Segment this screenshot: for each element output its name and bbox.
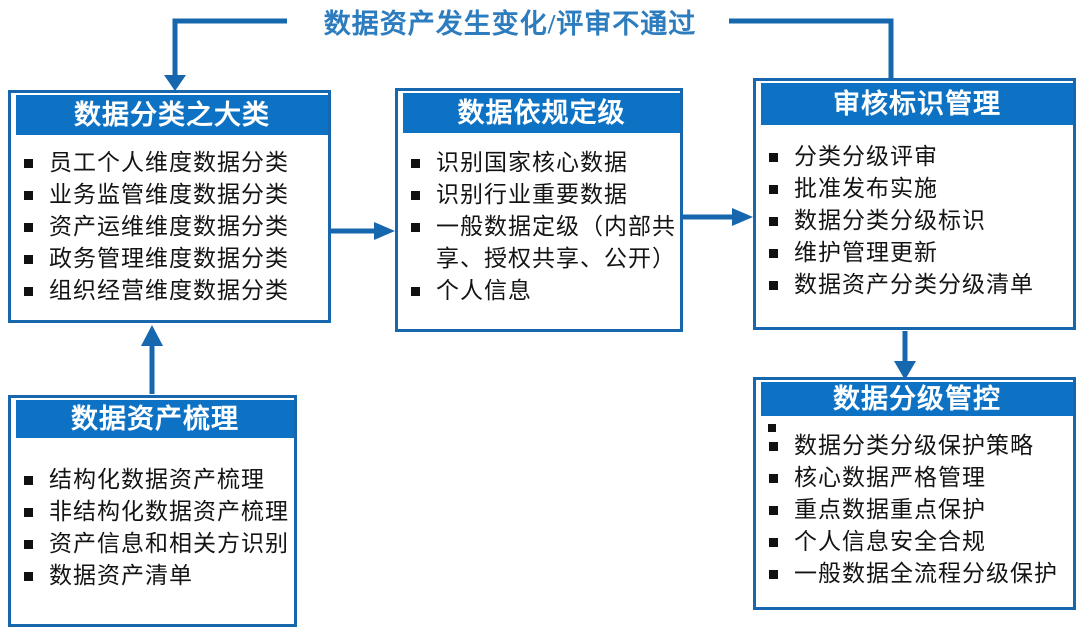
arrow-review-to-control [894,331,916,380]
list-item: 结构化数据资产梳理 [11,464,294,496]
square-bullet-icon [411,287,420,296]
square-bullet-icon [769,153,778,162]
square-bullet-icon [24,572,33,581]
square-bullet-icon [24,191,33,200]
classification-list: 员工个人维度数据分类 业务监管维度数据分类 资产运维维度数据分类 政务管理维度数… [11,147,328,307]
square-bullet-icon [24,223,33,232]
list-item-label: 数据分类分级保护策略 [794,433,1034,458]
review-to-feedback-connector [729,18,894,78]
flow-box-inventory: 数据资产梳理 结构化数据资产梳理 非结构化数据资产梳理 资产信息和相关方识别 数… [8,395,297,627]
list-item-label: 个人信息 [436,278,532,303]
list-item-label: 数据资产分类分级清单 [794,272,1034,297]
inventory-list: 结构化数据资产梳理 非结构化数据资产梳理 资产信息和相关方识别 数据资产清单 [11,464,294,592]
box-title-grading: 数据依规定级 [403,93,680,133]
list-item-label: 业务监管维度数据分类 [49,182,289,207]
flow-box-grading: 数据依规定级 识别国家核心数据 识别行业重要数据 一般数据定级（内部共享、授权共… [395,88,683,332]
square-bullet-icon [24,159,33,168]
flow-box-classification: 数据分类之大类 员工个人维度数据分类 业务监管维度数据分类 资产运维维度数据分类… [8,90,331,323]
list-item: 资产信息和相关方识别 [11,528,294,560]
review-list: 分类分级评审 批准发布实施 数据分类分级标识 维护管理更新 数据资产分类分级清单 [756,141,1073,301]
square-bullet-icon [24,508,33,517]
list-item-label: 资产信息和相关方识别 [49,531,289,556]
list-item-label: 员工个人维度数据分类 [49,150,289,175]
list-item: 组织经营维度数据分类 [11,275,328,307]
list-item-label: 识别国家核心数据 [436,150,628,175]
list-item: 重点数据重点保护 [756,494,1073,526]
box-title-control: 数据分级管控 [761,382,1073,416]
control-list: 数据分类分级保护策略 核心数据严格管理 重点数据重点保护 个人信息安全合规 一般… [756,430,1073,590]
square-bullet-icon [769,506,778,515]
arrow-inventory-to-classification [141,325,163,394]
square-bullet-icon [769,249,778,258]
list-item-label: 非结构化数据资产梳理 [49,499,289,524]
list-item: 数据资产清单 [11,560,294,592]
stray-bullet-artifact [768,424,776,432]
list-item-label: 组织经营维度数据分类 [49,278,289,303]
list-item: 数据资产分类分级清单 [756,269,1073,301]
flow-box-control: 数据分级管控 数据分类分级保护策略 核心数据严格管理 重点数据重点保护 个人信息… [753,377,1076,610]
square-bullet-icon [24,255,33,264]
list-item: 识别国家核心数据 [398,147,680,179]
list-item: 一般数据定级（内部共享、授权共享、公开） [398,211,680,275]
square-bullet-icon [769,281,778,290]
square-bullet-icon [24,540,33,549]
list-item: 一般数据全流程分级保护 [756,558,1073,590]
arrow-classification-to-grading [331,222,395,240]
square-bullet-icon [769,474,778,483]
list-item-label: 维护管理更新 [794,240,938,265]
list-item-label: 资产运维维度数据分类 [49,214,289,239]
list-item-label: 批准发布实施 [794,176,938,201]
list-item-label: 一般数据定级（内部共享、授权共享、公开） [436,214,676,271]
list-item: 核心数据严格管理 [756,462,1073,494]
list-item-label: 数据资产清单 [49,563,193,588]
list-item-label: 一般数据全流程分级保护 [794,561,1058,586]
box-title-inventory: 数据资产梳理 [16,400,294,438]
list-item-label: 重点数据重点保护 [794,497,986,522]
list-item-label: 识别行业重要数据 [436,182,628,207]
list-item-label: 结构化数据资产梳理 [49,467,265,492]
list-item: 资产运维维度数据分类 [11,211,328,243]
square-bullet-icon [769,217,778,226]
flow-box-review: 审核标识管理 分类分级评审 批准发布实施 数据分类分级标识 维护管理更新 数据资… [753,78,1076,330]
list-item-label: 政务管理维度数据分类 [49,246,289,271]
square-bullet-icon [769,570,778,579]
list-item: 识别行业重要数据 [398,179,680,211]
square-bullet-icon [411,159,420,168]
square-bullet-icon [24,287,33,296]
box-title-review: 审核标识管理 [761,83,1073,125]
list-item: 数据分类分级标识 [756,205,1073,237]
list-item-label: 个人信息安全合规 [794,529,986,554]
list-item: 政务管理维度数据分类 [11,243,328,275]
list-item: 个人信息 [398,275,680,307]
box-title-classification: 数据分类之大类 [16,95,328,135]
list-item: 分类分级评审 [756,141,1073,173]
list-item: 数据分类分级保护策略 [756,430,1073,462]
square-bullet-icon [769,185,778,194]
list-item: 员工个人维度数据分类 [11,147,328,179]
square-bullet-icon [24,476,33,485]
grading-list: 识别国家核心数据 识别行业重要数据 一般数据定级（内部共享、授权共享、公开） 个… [398,147,680,307]
list-item-label: 分类分级评审 [794,144,938,169]
square-bullet-icon [769,442,778,451]
list-item: 批准发布实施 [756,173,1073,205]
square-bullet-icon [769,538,778,547]
arrow-grading-to-review [683,208,753,226]
square-bullet-icon [411,223,420,232]
list-item: 非结构化数据资产梳理 [11,496,294,528]
list-item: 维护管理更新 [756,237,1073,269]
feedback-label: 数据资产发生变化/评审不通过 [323,9,697,39]
list-item: 业务监管维度数据分类 [11,179,328,211]
list-item-label: 核心数据严格管理 [794,465,986,490]
square-bullet-icon [411,191,420,200]
feedback-arrow [164,18,287,91]
list-item: 个人信息安全合规 [756,526,1073,558]
list-item-label: 数据分类分级标识 [794,208,986,233]
